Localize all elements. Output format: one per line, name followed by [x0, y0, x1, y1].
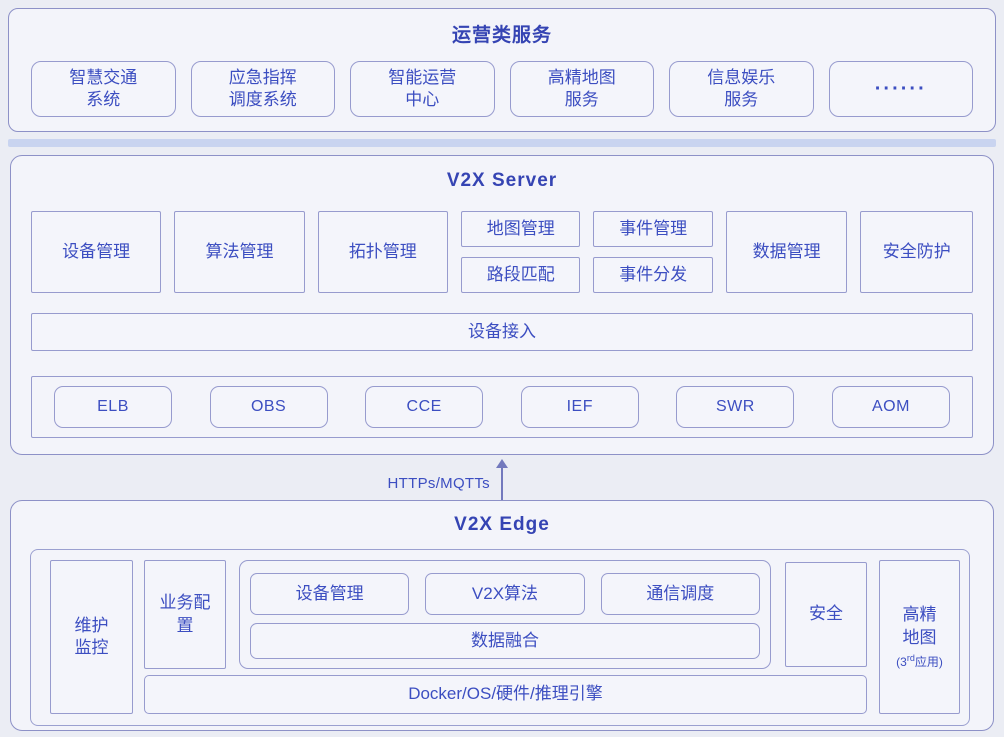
service-box-label: 中心 — [405, 90, 440, 109]
edge-communication-scheduling: 通信调度 — [600, 573, 760, 615]
cloud-service-elb: ELB — [54, 386, 172, 428]
module-stack-event: 事件管理 事件分发 — [593, 211, 713, 293]
hd-map-note: (3rd应用) — [896, 652, 943, 669]
edge-app-group: 设备管理 V2X算法 通信调度 数据融合 — [239, 560, 771, 669]
service-box-more: ······ — [828, 61, 973, 117]
cloud-service-obs: OBS — [209, 386, 328, 428]
service-box-label: 服务 — [724, 90, 759, 109]
server-modules-row: 设备管理 算法管理 拓扑管理 地图管理 路段匹配 事件管理 事件分发 数据管理 … — [31, 211, 974, 293]
v2x-edge-section: V2X Edge 维护 监控 业务配 置 设备管理 V2X算法 通信调度 数据融… — [10, 500, 994, 731]
cloud-services-container: ELB OBS CCE IEF SWR AOM — [31, 376, 973, 438]
cloud-service-ief: IEF — [520, 386, 639, 428]
edge-box-label: 监控 — [74, 638, 109, 657]
module-event-distribution: 事件分发 — [593, 257, 713, 293]
service-box-its: 智慧交通 系统 — [31, 61, 176, 117]
section-divider-bar — [8, 139, 996, 147]
v2x-server-title: V2X Server — [446, 170, 558, 191]
up-arrow-head-icon — [496, 459, 508, 468]
edge-box-label: 置 — [176, 615, 194, 635]
cloud-service-cce: CCE — [365, 386, 484, 428]
module-stack-map: 地图管理 路段匹配 — [460, 211, 581, 293]
device-access-bar: 设备接入 — [31, 313, 973, 351]
service-box-label: 应急指挥 — [228, 67, 297, 87]
edge-device-management: 设备管理 — [250, 573, 410, 615]
operation-services-title: 运营类服务 — [451, 25, 552, 46]
module-security-protection: 安全防护 — [860, 211, 974, 293]
module-device-management: 设备管理 — [31, 211, 162, 293]
edge-maintenance-monitoring: 维护 监控 — [50, 560, 133, 714]
service-box-label: 智慧交通 — [69, 67, 138, 87]
v2x-edge-title: V2X Edge — [454, 514, 550, 535]
service-box-label: 调度系统 — [228, 90, 297, 109]
edge-inner-container: 维护 监控 业务配 置 设备管理 V2X算法 通信调度 数据融合 安全 高精 地… — [30, 549, 970, 726]
edge-v2x-algorithm: V2X算法 — [425, 573, 585, 615]
cloud-service-swr: SWR — [676, 386, 795, 428]
edge-box-label: 维护 — [74, 615, 109, 635]
cloud-service-aom: AOM — [831, 386, 950, 428]
edge-business-configuration: 业务配 置 — [144, 560, 226, 669]
service-box-emergency-dispatch: 应急指挥 调度系统 — [190, 61, 335, 117]
edge-box-label: 地图 — [902, 627, 937, 647]
module-event-management: 事件管理 — [593, 211, 713, 247]
service-box-intelligent-operation-center: 智能运营 中心 — [350, 61, 495, 117]
module-data-management: 数据管理 — [725, 211, 848, 293]
operation-services-row: 智慧交通 系统 应急指挥 调度系统 智能运营 中心 高精地图 服务 信息娱乐 服… — [31, 61, 973, 117]
module-topology-management: 拓扑管理 — [317, 211, 448, 293]
service-box-label: 信息娱乐 — [707, 67, 776, 87]
module-road-segment-matching: 路段匹配 — [460, 257, 581, 293]
edge-to-server-connector: HTTPs/MQTTs — [0, 458, 1004, 505]
edge-platform-bar: Docker/OS/硬件/推理引擎 — [144, 675, 867, 714]
v2x-server-section: V2X Server 设备管理 算法管理 拓扑管理 地图管理 路段匹配 事件管理… — [10, 155, 994, 455]
protocol-label: HTTPs/MQTTs — [387, 475, 490, 492]
module-algorithm-management: 算法管理 — [174, 211, 305, 293]
ellipsis-label: ······ — [874, 78, 927, 100]
edge-box-label: 业务配 — [159, 593, 211, 613]
service-box-label: 智能运营 — [388, 67, 457, 87]
service-box-label: 服务 — [564, 90, 599, 109]
service-box-label: 系统 — [86, 90, 121, 109]
edge-security: 安全 — [785, 562, 867, 667]
edge-app-row: 设备管理 V2X算法 通信调度 — [250, 573, 760, 615]
service-box-hd-map-service: 高精地图 服务 — [509, 61, 654, 117]
edge-hd-map: 高精 地图 (3rd应用) — [879, 560, 960, 714]
up-arrow-icon — [501, 467, 503, 505]
edge-data-fusion-bar: 数据融合 — [250, 623, 760, 659]
service-box-label: 高精地图 — [547, 67, 616, 87]
module-map-management: 地图管理 — [460, 211, 581, 247]
edge-box-label: 高精 — [902, 604, 937, 624]
service-box-infotainment: 信息娱乐 服务 — [669, 61, 814, 117]
operation-services-section: 运营类服务 智慧交通 系统 应急指挥 调度系统 智能运营 中心 高精地图 服务 … — [8, 8, 996, 132]
